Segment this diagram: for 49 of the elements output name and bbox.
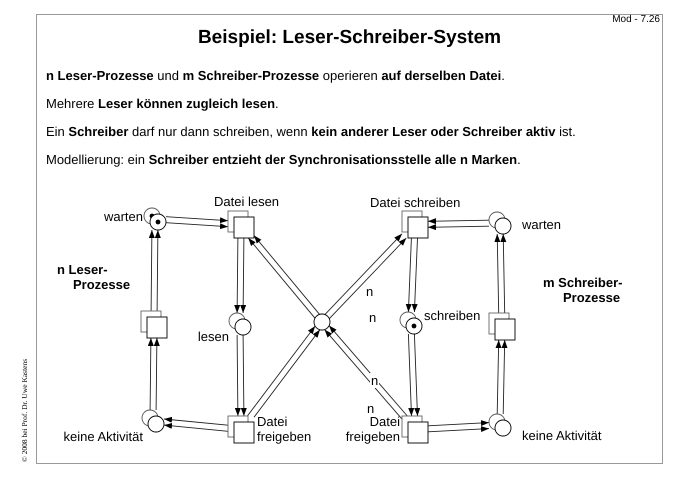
place-label: warten (522, 217, 562, 232)
transition-label: Datei freigeben (257, 414, 312, 444)
transition-label: Datei schreiben (370, 195, 460, 210)
arrow (246, 326, 316, 416)
arrow (428, 218, 490, 224)
arrow (502, 340, 508, 414)
process-group-label: m Schreiber-Prozesse (543, 275, 624, 305)
slide-title: Beispiel: Leser-Schreiber-System (196, 27, 502, 49)
arrow (166, 222, 228, 230)
place-label: keine Aktivität (64, 429, 143, 444)
arrow (500, 234, 506, 314)
arrow (406, 238, 412, 312)
arrow (164, 416, 228, 426)
intro-sentence: Mehrere Leser können zugleich lesen. (46, 96, 279, 111)
arrow (428, 420, 490, 426)
arrow (148, 230, 155, 312)
edge-label: n (370, 373, 380, 388)
process-group-label: n Leser-Prozesse (57, 262, 132, 292)
arrow (254, 235, 320, 315)
arrow (408, 334, 414, 416)
arrow (234, 238, 240, 314)
arrow (428, 224, 490, 230)
arrow (496, 340, 502, 414)
arrow (148, 338, 154, 410)
place-label: warten (104, 209, 143, 224)
arrow (154, 230, 161, 312)
arrow (240, 334, 247, 416)
arrow (166, 216, 228, 224)
slide-number: Mod - 7.26 (611, 14, 660, 25)
place-label: schreiben (424, 308, 480, 323)
arrow (412, 238, 418, 312)
transition-label: Datei lesen (214, 194, 280, 209)
arrow (428, 426, 490, 432)
transition-label: Datei freigeben (346, 414, 400, 444)
arrow (248, 238, 316, 319)
arrow (240, 238, 246, 314)
arrow (414, 334, 420, 416)
arrow (164, 422, 228, 432)
arrow (324, 329, 402, 420)
arrow (328, 325, 408, 416)
place-label: lesen (198, 329, 229, 344)
place-label: keine Aktivität (522, 428, 602, 443)
arrow (494, 234, 500, 314)
arrow (234, 334, 241, 416)
arrow (254, 329, 320, 418)
intro-sentence: Ein Schreiber darf nur dann schreiben, wenn kein anderer Leser oder Schreiber aktiv ist. (46, 124, 576, 139)
intro-sentence: n Leser-Prozesse und m Schreiber-Prozesse operieren auf derselben Datei. (46, 68, 505, 83)
arrow (154, 338, 160, 410)
intro-sentence: Modellierung: ein Schreiber entzieht der Synchronisationsstelle alle n Marken. (46, 152, 521, 167)
